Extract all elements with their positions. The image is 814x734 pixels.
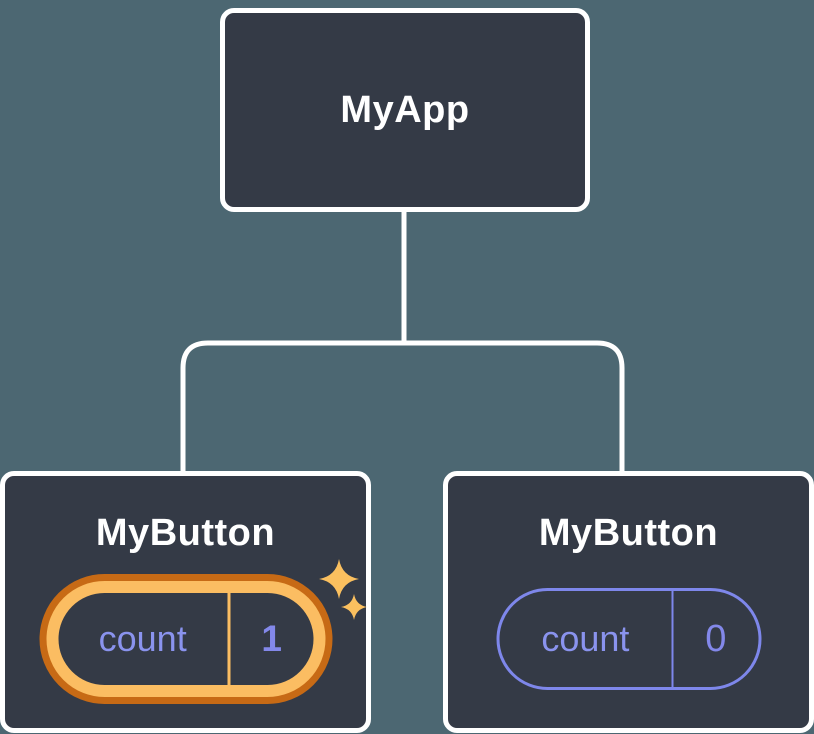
- node-mybutton-1: MyButton count 1: [0, 471, 371, 733]
- state-badge-body: count 1: [58, 593, 313, 685]
- node-mybutton-2: MyButton count 0: [443, 471, 814, 733]
- state-name: count: [541, 618, 630, 659]
- state-divider: [671, 591, 674, 687]
- state-badge-highlighted: count 1: [39, 574, 332, 704]
- node-label: MyApp: [340, 88, 470, 131]
- sparkle-icon: [319, 559, 367, 620]
- state-divider: [227, 593, 231, 685]
- state-value: 0: [705, 617, 727, 660]
- state-badge: count 0: [496, 588, 761, 690]
- state-value: 1: [261, 618, 282, 659]
- node-label: MyButton: [95, 512, 276, 554]
- node-myapp: MyApp: [220, 8, 590, 212]
- state-name: count: [98, 618, 187, 659]
- node-label: MyButton: [538, 512, 719, 554]
